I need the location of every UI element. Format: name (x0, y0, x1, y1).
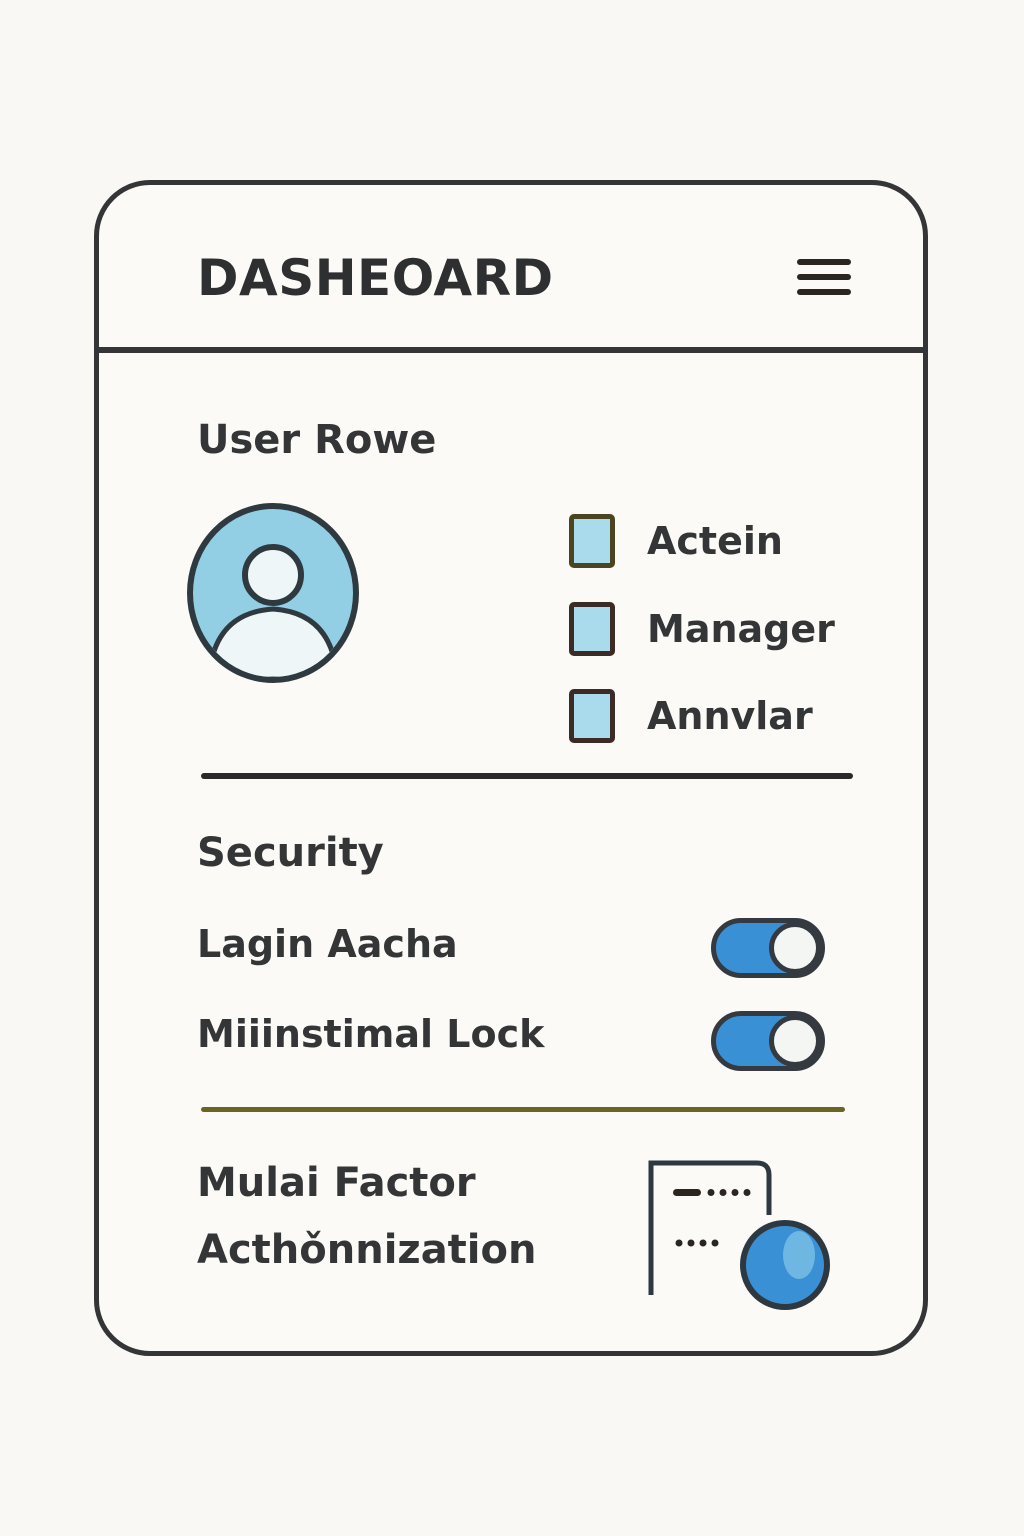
toggle-knob (769, 922, 821, 974)
role-option-manager[interactable]: Manager (569, 602, 835, 656)
header: DASHEOARD (99, 185, 923, 353)
role-option-annvlar[interactable]: Annvlar (569, 689, 813, 743)
hamburger-menu-icon[interactable] (795, 257, 855, 297)
setting-label-login: Lagin Aacha (197, 922, 458, 966)
toggle-knob (769, 1015, 821, 1067)
mfa-title-line2: Acthǒnnization (197, 1227, 537, 1273)
role-checkbox[interactable] (569, 602, 615, 656)
role-label: Manager (647, 607, 835, 651)
mfa-title-line1: Mulai Factor (197, 1160, 476, 1206)
section-divider (201, 773, 853, 779)
page-title: DASHEOARD (197, 249, 554, 307)
password-key-icon[interactable] (647, 1155, 837, 1315)
role-checkbox[interactable] (569, 689, 615, 743)
dashboard-card: DASHEOARD User Rowe Actein Manager Annvl… (94, 180, 928, 1356)
setting-label-lock: Miiinstimal Lock (197, 1012, 545, 1056)
login-toggle[interactable] (711, 918, 825, 978)
role-label: Annvlar (647, 694, 813, 738)
role-label: Actein (647, 519, 783, 563)
section-divider (201, 1107, 845, 1112)
user-section-title: User Rowe (197, 417, 437, 463)
role-option-actein[interactable]: Actein (569, 514, 783, 568)
role-checkbox[interactable] (569, 514, 615, 568)
lock-toggle[interactable] (711, 1011, 825, 1071)
security-section-title: Security (197, 830, 384, 876)
user-avatar-icon (187, 503, 359, 683)
